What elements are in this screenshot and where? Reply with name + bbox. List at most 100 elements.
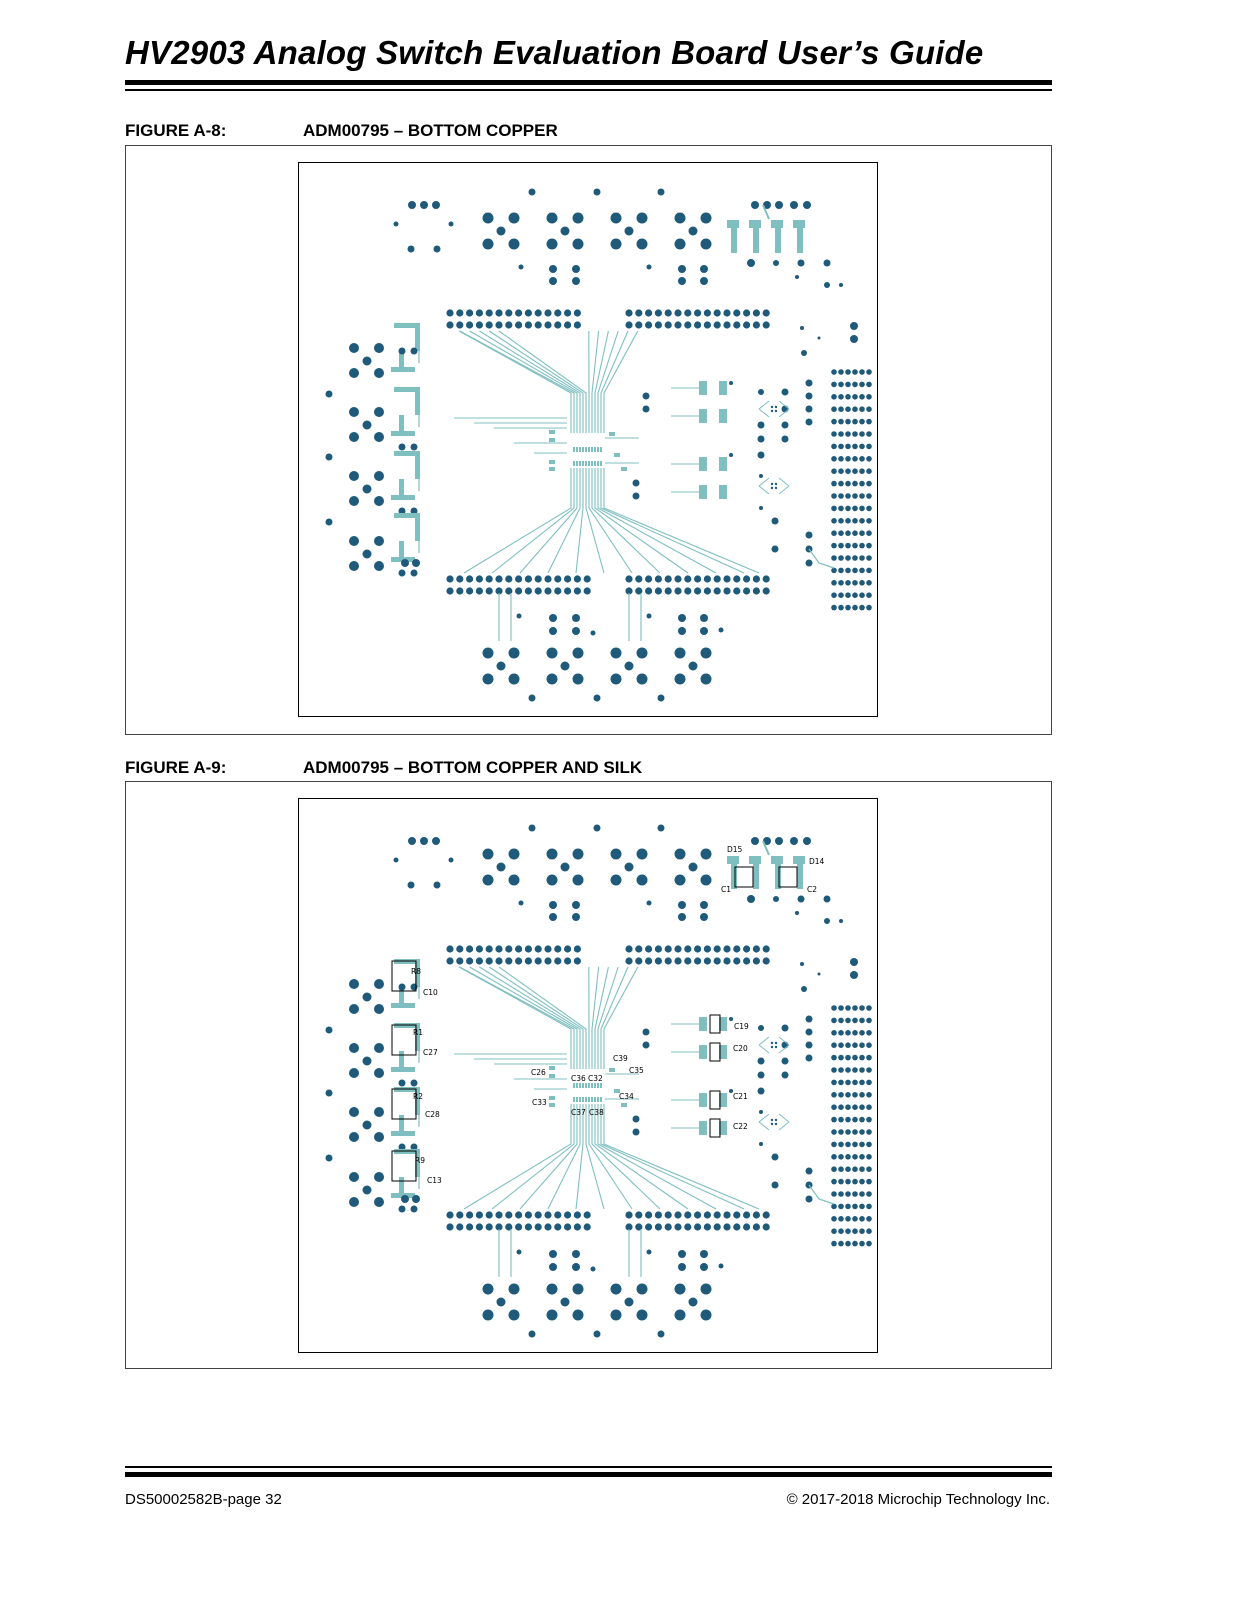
pad [518,264,524,270]
trace [758,485,770,495]
pad [866,1054,872,1061]
pad [674,1223,682,1231]
pad [560,661,570,671]
pad [412,559,420,567]
pad [572,1309,584,1321]
pad [515,321,523,329]
pad [852,530,858,536]
pad [505,957,513,965]
smd-pad [731,227,737,253]
silk-label: D14 [809,857,825,866]
smd-pad [719,381,727,395]
pad [654,945,662,953]
pad [560,862,570,872]
pad [723,1223,731,1231]
pad [516,613,522,619]
smd-pad [793,220,805,228]
smd-pad [549,438,555,442]
pad [636,1309,648,1321]
pad [859,518,865,524]
pad [573,1223,581,1231]
pad [684,1211,692,1219]
pad [859,1129,865,1135]
pad [515,587,523,595]
pad [831,480,837,487]
smd-pad [719,1017,727,1031]
pad [700,212,712,224]
pad [866,1104,872,1110]
pad [859,567,865,574]
pad [859,493,865,499]
pad [374,343,384,353]
pad [859,542,865,549]
smd-pad [391,1067,415,1072]
pad [583,587,591,595]
pad [549,614,557,622]
pad [795,275,799,279]
pad [718,1263,724,1269]
pad [831,1116,837,1123]
pad [852,1141,858,1148]
pad [534,587,542,595]
trace [758,1044,770,1054]
smd-pad [753,863,759,889]
pad [456,321,464,329]
pad [743,1211,751,1219]
pad [688,862,698,872]
pad [831,1129,837,1135]
pad [805,1054,813,1062]
pad [549,901,557,909]
pad [362,549,372,559]
pad [700,265,708,273]
silk-outline [709,1042,721,1062]
pad [845,431,851,437]
pad [831,381,837,388]
pad [433,881,441,889]
pad [674,647,686,659]
pad [845,1203,851,1210]
smd-pad [585,1097,587,1102]
pad [349,1004,359,1014]
pad [572,673,584,685]
pad [774,1118,778,1122]
pad [845,381,851,388]
smd-pad [576,461,578,466]
smd-pad [391,431,415,436]
pad [757,435,765,443]
pad [642,405,650,413]
pad [700,238,712,250]
pad [845,505,851,512]
pad [642,392,650,400]
pad [475,587,483,595]
pad [554,309,562,317]
pad [859,1141,865,1148]
pad [593,824,601,832]
pad [771,517,779,525]
smd-pad [573,447,575,452]
pad [723,957,731,965]
smd-pad [699,1121,707,1135]
pad [845,468,851,475]
smd-pad [699,1045,707,1059]
pad [800,326,804,330]
pad [824,918,830,924]
trace [463,1104,572,1210]
pad [466,587,474,595]
pad [482,647,494,659]
pad [554,587,562,595]
pad [646,264,652,270]
pad [554,1223,562,1231]
smd-pad [731,863,737,889]
pad [800,962,804,966]
pad [845,394,851,400]
pad [859,530,865,536]
pad [831,1178,837,1185]
header-rule-thick [125,80,1052,85]
pad [610,238,622,250]
smd-pad [727,220,739,228]
smd-pad [415,451,420,479]
pad [700,1263,708,1271]
pad [410,1143,418,1151]
silk-label: C1 [721,885,731,894]
